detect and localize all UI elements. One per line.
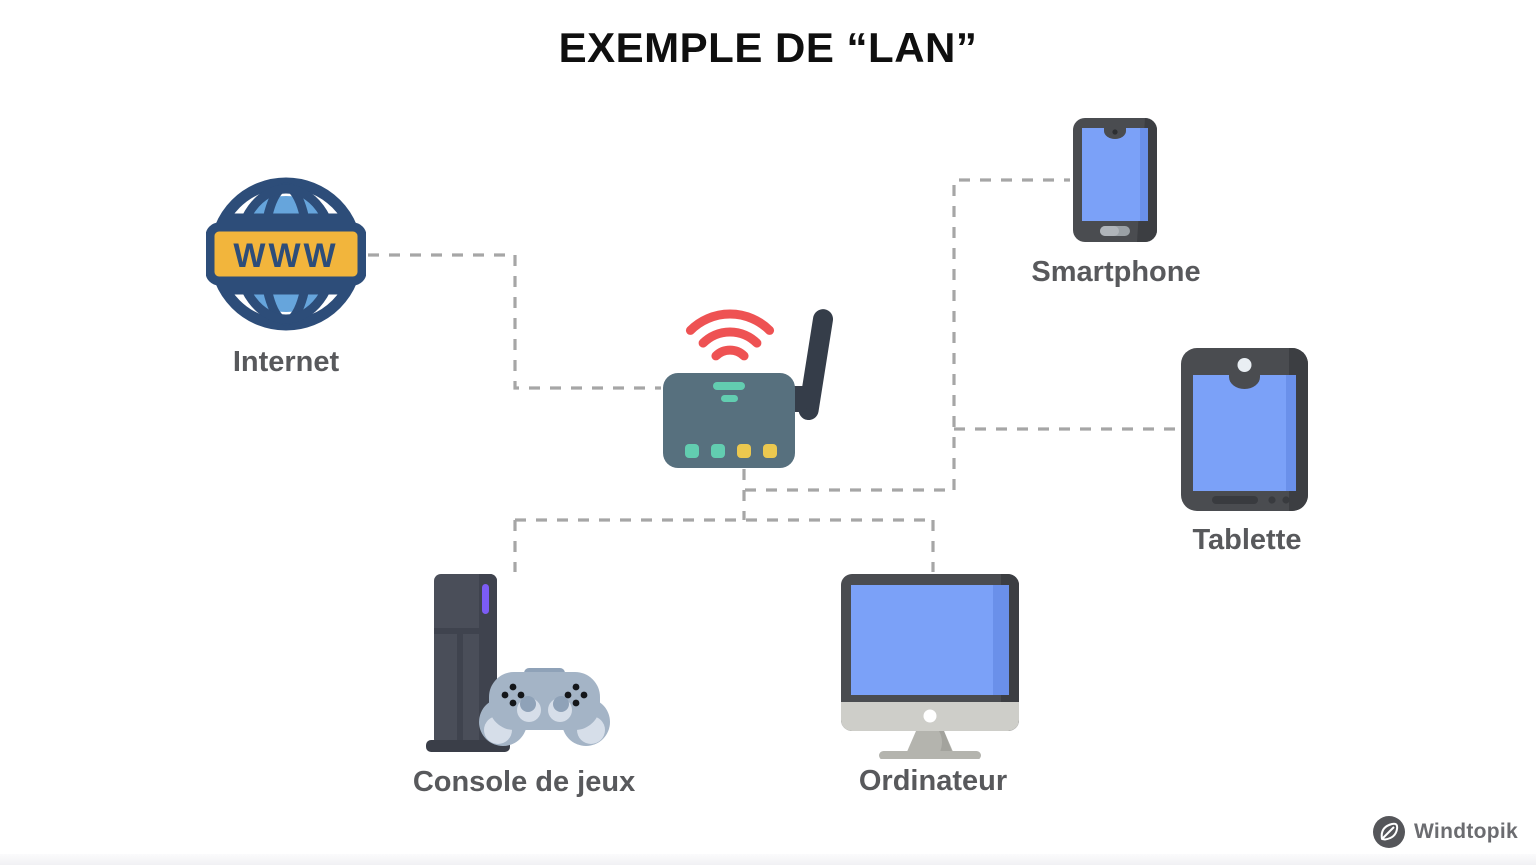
www-globe-icon: WWW — [206, 177, 366, 331]
wifi-router-icon — [663, 309, 834, 468]
computer-label: Ordinateur — [858, 765, 1008, 797]
node-router — [645, 298, 835, 473]
line-router-bottom — [513, 518, 935, 572]
desktop-computer-icon — [840, 574, 1019, 759]
smartphone-label: Smartphone — [1031, 256, 1201, 288]
node-tablet: Tablette — [1147, 348, 1347, 557]
internet-label: Internet — [232, 346, 340, 378]
console-label: Console de jeux — [412, 766, 636, 798]
base — [878, 751, 981, 759]
game-console-icon — [426, 574, 610, 752]
leaf-icon — [1373, 816, 1405, 848]
router-ports — [685, 444, 777, 458]
node-smartphone: Smartphone — [1016, 118, 1216, 289]
brand-name: Windtopik — [1414, 820, 1518, 843]
right-stick — [553, 696, 569, 712]
gamepad — [479, 668, 610, 746]
power-led — [482, 584, 489, 614]
dpad-dots — [501, 683, 525, 707]
action-button-dots — [564, 683, 588, 707]
smartphone-icon — [1073, 118, 1157, 242]
left-stick — [520, 696, 536, 712]
windtopik-logo: Windtopik — [1372, 815, 1518, 849]
node-internet: WWW Internet — [186, 174, 386, 379]
camera-dot — [1112, 129, 1118, 135]
tablet-label: Tablette — [1192, 524, 1302, 556]
line-internet-router — [368, 253, 661, 390]
www-banner-text: WWW — [233, 237, 338, 275]
wifi-signal-arcs — [685, 309, 775, 361]
camera-dot — [1237, 358, 1252, 372]
page-title: EXEMPLE DE “LAN” — [558, 24, 978, 71]
speaker-and-buttons — [1212, 496, 1290, 504]
line-router-right — [745, 178, 1181, 492]
bottom-edge-strip — [0, 854, 1536, 865]
node-console: Console de jeux — [412, 568, 636, 799]
tablet-icon — [1181, 348, 1308, 511]
node-computer: Ordinateur — [823, 574, 1043, 798]
camera-dot — [923, 709, 936, 723]
